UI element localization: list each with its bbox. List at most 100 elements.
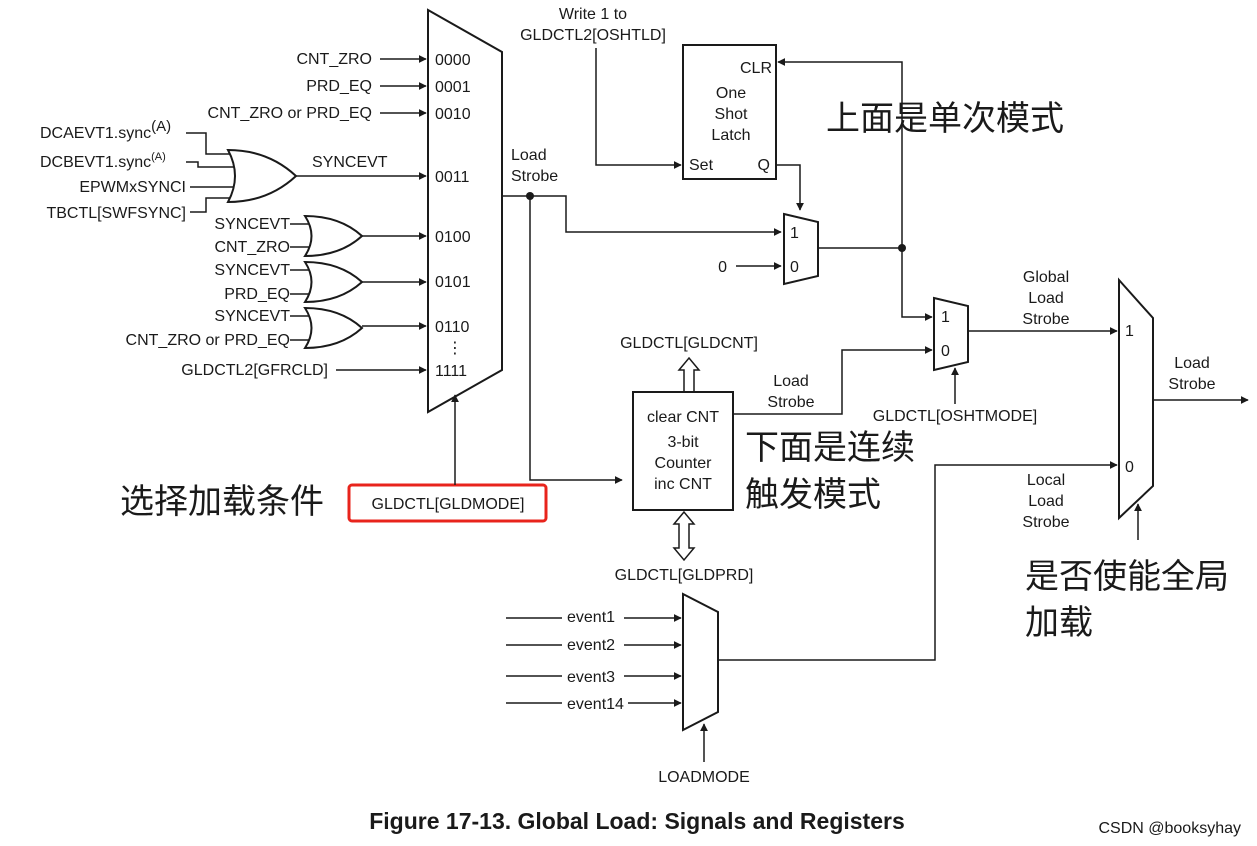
load-strobe-1-line1: Load (511, 147, 547, 164)
or2-in-prd-eq: PRD_EQ (224, 286, 290, 303)
event-2: event2 (567, 637, 615, 654)
wire-to-counter (529, 196, 623, 484)
local-load-strobe-3: Strobe (1022, 514, 1069, 531)
annotation-bottom-2: 触发模式 (745, 476, 881, 514)
event-14: event14 (567, 696, 624, 713)
or3-in-wires (290, 315, 312, 341)
global-load-strobe-2: Load (1028, 290, 1064, 307)
mux-event (682, 592, 719, 732)
mux-small-in1: 1 (790, 225, 799, 242)
counter-bottom-reg: GLDCTL[GLDPRD] (615, 567, 754, 584)
wire-main-out (502, 195, 782, 236)
or2-in-syncevt: SYNCEVT (214, 262, 290, 279)
wire-or-big-in (186, 132, 234, 213)
annotation-top: 上面是单次模式 (826, 100, 1064, 138)
mux-small (783, 212, 819, 286)
output-load-strobe-2: Strobe (1168, 376, 1215, 393)
mux-final-in0: 0 (1125, 459, 1134, 476)
counter-top-reg: GLDCTL[GLDCNT] (620, 335, 758, 352)
mux-small-in0: 0 (790, 259, 799, 276)
latch-set: Set (689, 157, 714, 174)
annotation-bottom-1: 下面是连续 (745, 429, 915, 467)
output-load-strobe-1: Load (1174, 355, 1210, 372)
global-load-strobe-1: Global (1023, 269, 1069, 286)
gldmode-highlight-box (347, 483, 548, 523)
write1-line1: Write 1 to (559, 6, 627, 23)
mux-osht-in0: 0 (941, 343, 950, 360)
latch-title-3: Latch (711, 127, 750, 144)
mux-code-0011: 0011 (435, 169, 470, 186)
global-load-strobe-3: Strobe (1022, 311, 1069, 328)
load-strobe-2-line1: Load (773, 373, 809, 390)
or3-in-cnt-zro-or-prd-eq: CNT_ZRO or PRD_EQ (126, 332, 290, 349)
wire-counter-out (733, 346, 933, 415)
counter-line-2: 3-bit (667, 434, 699, 451)
mux-code-0000: 0000 (435, 52, 471, 69)
input-cnt-zro-or-prd-eq: CNT_ZRO or PRD_EQ (208, 105, 372, 122)
input-epwmxsynci: EPWMxSYNCI (79, 179, 186, 196)
gldmode-select-label: GLDCTL[GLDMODE] (372, 496, 525, 513)
input-gldctl2-gfrcld: GLDCTL2[GFRCLD] (181, 362, 328, 379)
mux-code-0101: 0101 (435, 274, 471, 291)
input-tbctl-swfsync: TBCTL[SWFSYNC] (46, 205, 186, 222)
counter-line-3: Counter (655, 455, 713, 472)
event-3: event3 (567, 669, 615, 686)
wire-clr-feedback (777, 58, 903, 248)
latch-title-2: Shot (715, 106, 748, 123)
write1-line2: GLDCTL2[OSHTLD] (520, 27, 666, 44)
or1-in-cnt-zro: CNT_ZRO (214, 239, 290, 256)
local-load-strobe-1: Local (1027, 472, 1065, 489)
or1-in-wires (290, 223, 312, 248)
mux-final (1118, 277, 1154, 521)
mux-code-0010: 0010 (435, 106, 471, 123)
mux-final-in1: 1 (1125, 323, 1134, 340)
or1-in-syncevt: SYNCEVT (214, 216, 290, 233)
mux-osht (933, 296, 969, 372)
figure-caption: Figure 17-13. Global Load: Signals and R… (369, 808, 905, 834)
mux-code-0001: 0001 (435, 79, 471, 96)
mux-dots: ⋮ (447, 340, 463, 357)
counter-block (632, 391, 734, 511)
mux-code-1111: 1111 (435, 363, 467, 380)
latch-q: Q (758, 157, 770, 174)
latch-title-1: One (716, 85, 746, 102)
counter-line-4: inc CNT (654, 476, 712, 493)
or-gate-1 (303, 214, 364, 258)
load-strobe-2-line2: Strobe (767, 394, 814, 411)
input-cnt-zro: CNT_ZRO (296, 51, 372, 68)
wire-write1-to-set (595, 48, 682, 169)
event-1: event1 (567, 609, 615, 626)
mux-code-0110: 0110 (435, 319, 470, 336)
local-load-strobe-2: Load (1028, 493, 1064, 510)
counter-top-arrow (677, 356, 701, 393)
junction-mux-small-out (898, 244, 906, 252)
mux-osht-select: GLDCTL[OSHTMODE] (873, 408, 1037, 425)
syncevt-label: SYNCEVT (312, 154, 388, 171)
latch-clr: CLR (740, 60, 772, 77)
load-strobe-1-line2: Strobe (511, 168, 558, 185)
mux-small-zero-input: 0 (718, 259, 727, 276)
or3-in-syncevt: SYNCEVT (214, 308, 290, 325)
input-dcaevt1: DCAEVT1.sync(A) (40, 118, 171, 142)
or-gate-big (226, 148, 298, 204)
input-prd-eq: PRD_EQ (306, 78, 372, 95)
mux-osht-in1: 1 (941, 309, 950, 326)
or2-in-wires (290, 269, 312, 295)
loadmode-label: LOADMODE (658, 769, 750, 786)
wire-q-to-mux (776, 164, 804, 211)
annotation-left: 选择加载条件 (120, 483, 324, 521)
watermark: CSDN @booksyhay (1098, 820, 1241, 837)
or-gate-2 (303, 260, 364, 304)
counter-line-1: clear CNT (647, 409, 719, 426)
annotation-right-1: 是否使能全局 (1025, 558, 1229, 596)
one-shot-latch (682, 44, 777, 180)
wire-mux-small-out (818, 247, 933, 321)
wire-local-load (718, 461, 1118, 661)
input-dcbevt1: DCBEVT1.sync(A) (40, 151, 166, 171)
mux-code-0100: 0100 (435, 229, 471, 246)
main-mux (427, 8, 503, 414)
or-gate-3 (303, 306, 364, 350)
counter-bottom-arrow (672, 510, 696, 562)
annotation-right-2: 加载 (1025, 604, 1093, 642)
